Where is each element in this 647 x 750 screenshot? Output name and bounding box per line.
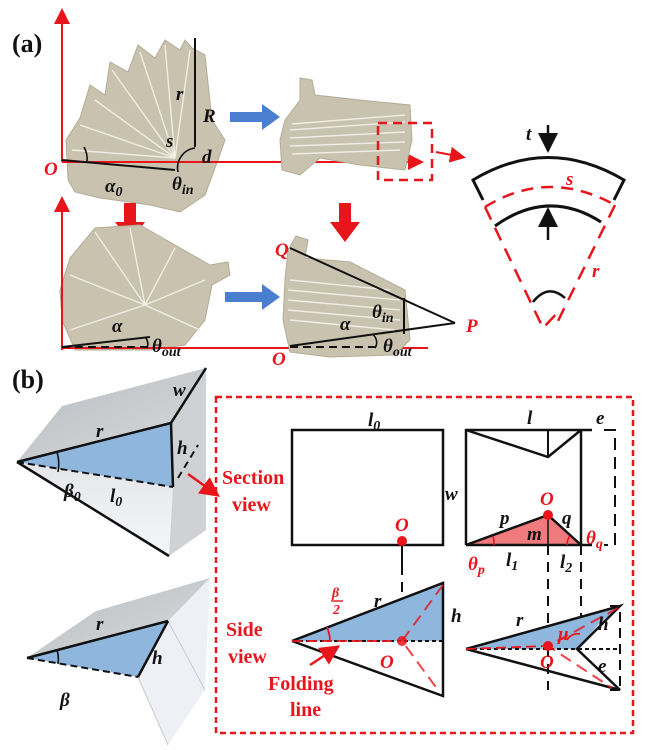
detail-r-label: r bbox=[592, 261, 600, 282]
section-view-caption-2: view bbox=[232, 494, 271, 516]
h-label-prism: h bbox=[177, 438, 188, 459]
w-label-section: w bbox=[445, 484, 458, 505]
beta-half-denominator: 2 bbox=[332, 603, 340, 618]
h-label-prism2: h bbox=[152, 648, 163, 669]
e-label-side: e bbox=[598, 656, 607, 677]
l2-label: l2 bbox=[560, 552, 572, 576]
m-label: m bbox=[527, 524, 542, 545]
section-view-folded: l e O p q m θq θp l1 l2 bbox=[464, 408, 616, 690]
alpha-arc-right bbox=[371, 333, 378, 349]
views-box bbox=[214, 395, 635, 735]
d-label: d bbox=[202, 147, 212, 168]
panel-a: (a) O r R s d α0 θin bbox=[12, 8, 626, 370]
alpha-arc-left bbox=[144, 336, 149, 349]
O-label-side-right: O bbox=[540, 652, 554, 673]
R-label: R bbox=[202, 106, 216, 127]
QP-line bbox=[289, 247, 456, 324]
r-label-prism: r bbox=[96, 421, 104, 442]
prism-folded: r h β bbox=[26, 578, 210, 746]
l1-label: l1 bbox=[506, 550, 518, 574]
red-arrow-down-right bbox=[330, 203, 360, 242]
panel-a-label: (a) bbox=[12, 29, 42, 58]
s-label: s bbox=[165, 131, 173, 152]
l-label: l bbox=[527, 408, 533, 429]
folding-line-caption-1: Folding bbox=[268, 673, 334, 695]
alpha-label-right: α bbox=[340, 314, 351, 335]
t-label: t bbox=[526, 124, 532, 145]
O-label-section-right: O bbox=[540, 489, 554, 510]
theta-p-label: θp bbox=[468, 554, 485, 578]
red-arrow-down-left bbox=[115, 203, 145, 242]
prism-initial: w r h β0 l0 bbox=[16, 367, 208, 558]
alpha0-label: α0 bbox=[105, 176, 123, 200]
blue-arrow-right-top bbox=[230, 104, 280, 130]
r-label: r bbox=[176, 84, 184, 105]
l0-label-prism: l0 bbox=[110, 486, 122, 510]
detail-box bbox=[376, 121, 434, 182]
detail-s-label: s bbox=[565, 169, 573, 190]
theta-q-label: θq bbox=[586, 528, 603, 552]
alpha0-arc bbox=[83, 146, 88, 163]
beta-label: β bbox=[59, 690, 70, 711]
theta-in-label-right: θin bbox=[372, 302, 394, 326]
P-label: P bbox=[465, 316, 478, 337]
theta-out-label-right: θout bbox=[383, 336, 413, 360]
side-view-folded: r μ h e O bbox=[465, 603, 625, 692]
side-view-initial: β 2 r h O bbox=[291, 581, 462, 698]
side-view-caption-1: Side bbox=[226, 619, 263, 641]
thickness-detail: t s r bbox=[471, 124, 626, 331]
h-label-side-right: h bbox=[598, 614, 609, 635]
side-view-caption-2: view bbox=[228, 646, 267, 668]
photo-origami-initial bbox=[65, 39, 226, 213]
folding-line-caption-2: line bbox=[290, 699, 321, 721]
radius-line bbox=[61, 159, 176, 171]
photo-origami-bent bbox=[59, 224, 231, 351]
Q-label: Q bbox=[275, 240, 289, 261]
O-label-side-left: O bbox=[380, 652, 394, 673]
photo-origami-final bbox=[282, 235, 411, 358]
mu-label: μ bbox=[557, 624, 569, 645]
r-label-prism2: r bbox=[96, 614, 104, 635]
r-label-side-right: r bbox=[516, 610, 524, 631]
origin-label: O bbox=[44, 159, 58, 180]
alpha-line-left bbox=[61, 336, 151, 348]
e-label-section: e bbox=[596, 408, 605, 429]
l0-label-section: l0 bbox=[368, 410, 380, 434]
h-label-side: h bbox=[451, 606, 462, 627]
section-view-caption-1: Section bbox=[222, 467, 284, 489]
r-label-side: r bbox=[374, 591, 382, 612]
panel-b: (b) w r h β0 l0 bbox=[12, 365, 635, 746]
theta-in-arc bbox=[176, 147, 196, 173]
photo-origami-compressed bbox=[279, 77, 413, 176]
p-label: p bbox=[498, 508, 510, 529]
theta-in-label: θin bbox=[172, 174, 194, 198]
w-label: w bbox=[173, 380, 186, 401]
alpha-label-left: α bbox=[112, 316, 123, 337]
beta-half-numerator: β bbox=[331, 586, 340, 601]
beta0-label: β0 bbox=[63, 481, 81, 505]
O-label-section-left: O bbox=[395, 515, 409, 536]
panel-b-label: (b) bbox=[12, 365, 44, 394]
origin-label-bottom: O bbox=[272, 349, 286, 370]
section-pointer-arrow bbox=[187, 472, 221, 497]
theta-out-label-left: θout bbox=[152, 336, 182, 360]
blue-arrow-right-bottom bbox=[225, 284, 280, 310]
detail-pointer-arrow bbox=[435, 146, 466, 163]
q-label: q bbox=[562, 508, 572, 529]
